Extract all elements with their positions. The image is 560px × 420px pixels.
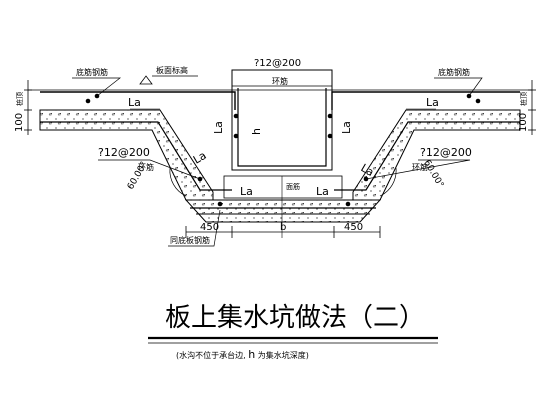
note-suffix: 为集水坑深度) <box>258 350 309 360</box>
label-h: h <box>250 128 263 135</box>
label-dim-450-right: 450 <box>344 222 363 233</box>
label-dim-left-extra: 桩顶 <box>15 92 24 106</box>
note-h: h <box>248 348 255 361</box>
label-la-bottom-right: La <box>316 185 329 198</box>
leader-ring-left <box>98 159 201 180</box>
leader-bottom-rebar-right <box>434 77 483 97</box>
label-ring-rebar-left: 环筋 <box>138 162 154 172</box>
pit-bottom-slab <box>184 199 382 223</box>
label-bottom-rebar-right: 底筋钢筋 <box>438 67 470 77</box>
sump-box <box>231 69 333 171</box>
label-la-top-right: La <box>426 96 439 109</box>
label-la-top-left: La <box>128 96 141 109</box>
label-ring-rebar-right: 环筋 <box>412 162 428 172</box>
bottom-rebar-left <box>40 121 232 191</box>
label-la-bottom-left: La <box>240 185 253 198</box>
label-dim-100-right: 100 <box>518 113 529 132</box>
label-la-slope-left: La <box>191 149 209 167</box>
label-dim-450-left: 450 <box>200 222 219 233</box>
label-top-elev: 板面标高 <box>156 65 188 75</box>
drawing-title: 板上集水坑做法（二） <box>165 303 425 333</box>
label-angle-left: 60.00° <box>126 160 150 191</box>
drawing-note: (水沟不位于承台边, h 为集水坑深度) <box>176 348 309 361</box>
leader-same-bottom <box>168 209 221 247</box>
angle-arc-left <box>169 167 187 197</box>
label-ring-top: ?12@200 <box>254 58 301 69</box>
label-pit-center: 面筋 <box>286 182 300 191</box>
label-la-vert-left: La <box>212 121 225 134</box>
sump-inner-rebar <box>237 88 327 167</box>
label-ring-left: ?12@200 <box>98 146 150 159</box>
note-prefix: (水沟不位于承台边, <box>176 350 246 360</box>
label-la-vert-right: La <box>340 121 353 134</box>
pit-inner-box <box>223 175 343 199</box>
label-dim-100-left: 100 <box>14 113 25 132</box>
top-rebar-left <box>40 91 236 110</box>
label-bottom-rebar-left: 底筋钢筋 <box>76 67 108 77</box>
label-la-slope-right: La <box>359 161 377 179</box>
label-dim-right-extra: 桩顶 <box>519 92 528 106</box>
elev-marker <box>139 75 153 85</box>
leader-bottom-rebar-left <box>72 77 122 97</box>
label-same-bottom-rebar: 同底板钢筋 <box>170 235 210 245</box>
label-ring-right: ?12@200 <box>420 146 472 159</box>
angle-arc-right <box>379 167 397 197</box>
bottom-rebar-right <box>334 121 520 191</box>
label-angle-right: 60.00° <box>421 159 445 190</box>
leader-ring-right <box>365 159 471 180</box>
label-ring-rebar-top: 环筋 <box>272 76 288 86</box>
label-dim-b: b <box>280 222 286 233</box>
